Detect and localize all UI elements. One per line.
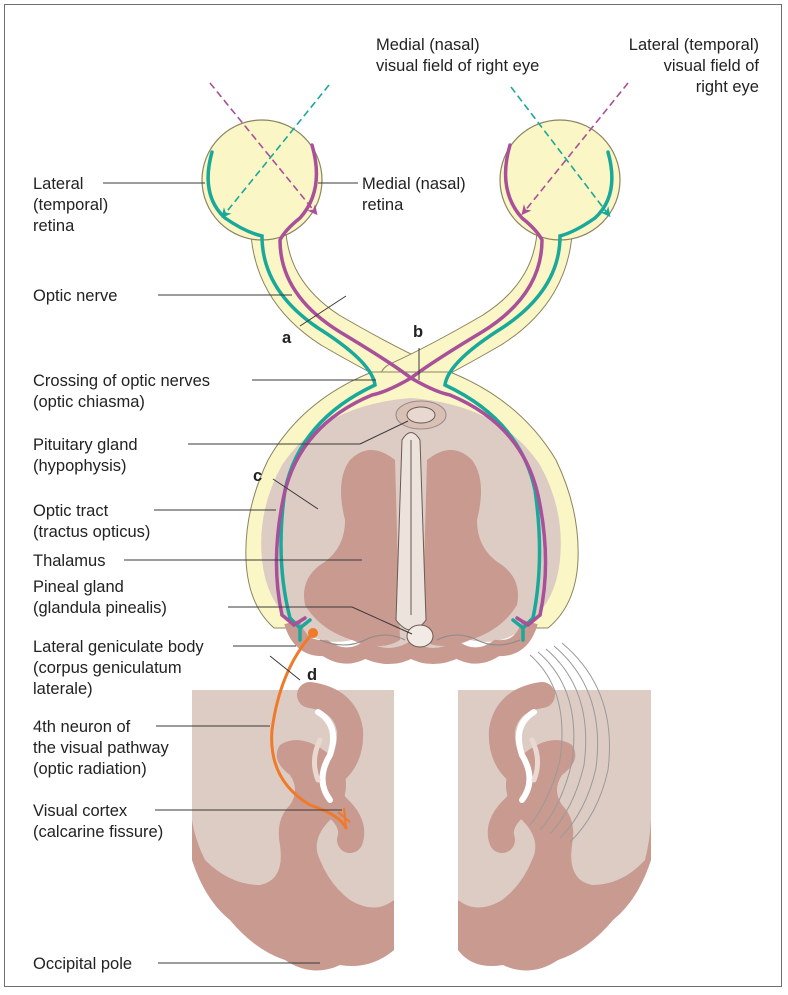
letter-c: c — [253, 467, 262, 485]
lateral-retina-label-3: retina — [33, 217, 75, 235]
optic-tract-label: Optic tract — [33, 502, 109, 520]
lateral-field-label-3: right eye — [696, 78, 759, 96]
medial-retina-label-2: retina — [362, 196, 404, 214]
optic-tract-label-2: (tractus opticus) — [33, 523, 150, 541]
medial-field-label: Medial (nasal) — [376, 36, 480, 54]
pineal-label: Pineal gland — [33, 578, 124, 596]
occipital-lobes — [192, 643, 651, 970]
thalamus-label: Thalamus — [33, 552, 105, 570]
medial-retina-label: Medial (nasal) — [362, 175, 466, 193]
lateral-field-label-2: visual field of — [664, 57, 760, 75]
pineal-label-2: (glandula pinealis) — [33, 599, 167, 617]
medial-field-label-2: visual field of right eye — [376, 57, 539, 75]
lgb-label: Lateral geniculate body — [33, 638, 204, 656]
neuron4-label-2: the visual pathway — [33, 739, 169, 757]
lateral-field-label: Lateral (temporal) — [629, 36, 759, 54]
pituitary-label-2: (hypophysis) — [33, 457, 127, 475]
cortex-label-2: (calcarine fissure) — [33, 823, 163, 841]
optic-nerve-label: Optic nerve — [33, 287, 117, 305]
lateral-retina-label: Lateral — [33, 175, 83, 193]
lateral-retina-label-2: (temporal) — [33, 196, 108, 214]
left-eye — [202, 120, 322, 240]
occipital-pole-label: Occipital pole — [33, 955, 132, 973]
pituitary-label: Pituitary gland — [33, 436, 138, 454]
lgb-label-2: (corpus geniculatum — [33, 659, 182, 677]
right-eye — [500, 120, 620, 240]
neuron4-label: 4th neuron of — [33, 718, 131, 736]
cortex-label: Visual cortex — [33, 802, 128, 820]
letter-a: a — [282, 329, 292, 347]
pineal-gland — [407, 625, 433, 647]
lgb-label-3: laterale) — [33, 680, 93, 698]
neuron4-label-3: (optic radiation) — [33, 760, 147, 778]
letter-d: d — [307, 666, 317, 684]
chiasma-label: Crossing of optic nerves — [33, 372, 210, 390]
letter-b: b — [413, 323, 423, 341]
chiasma-label-2: (optic chiasma) — [33, 393, 145, 411]
